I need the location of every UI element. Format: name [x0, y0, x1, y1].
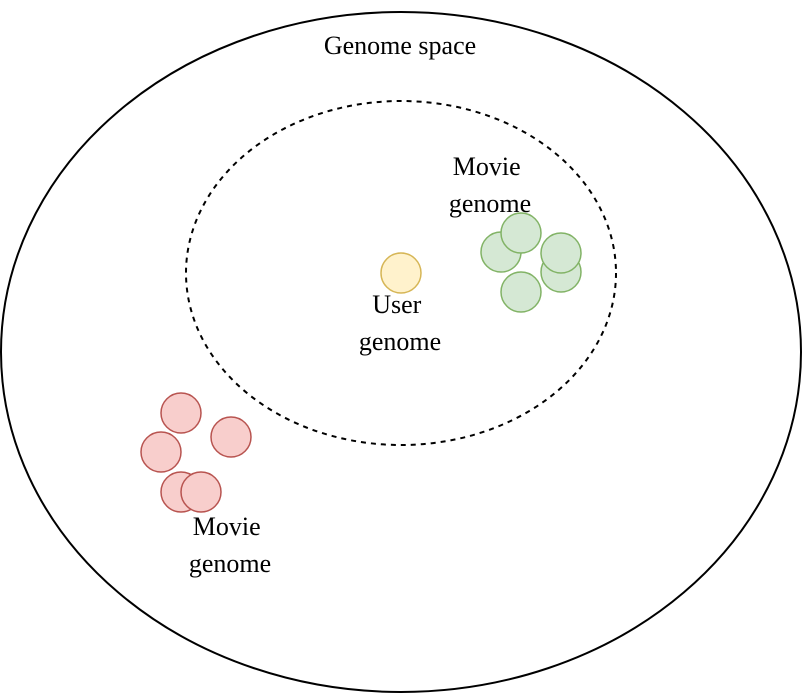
near-movie-genome-node — [500, 271, 542, 313]
far-movie-genome-cluster — [140, 392, 252, 513]
user-genome-label-line2: genome — [359, 327, 441, 356]
genome-space-boundary — [0, 11, 802, 693]
near-movie-genome-label-line2: genome — [449, 189, 531, 218]
far-movie-genome-node — [180, 471, 222, 513]
far-movie-genome-node — [210, 416, 252, 458]
user-genome-label-line1: User — [372, 290, 421, 319]
user-genome-node — [380, 252, 422, 294]
user-neighborhood-boundary — [185, 100, 617, 446]
near-movie-genome-node — [500, 212, 542, 254]
near-movie-genome-label-line1: Movie — [453, 152, 521, 181]
genome-space-label: Genome space — [324, 31, 476, 60]
near-movie-genome-label: Movie genome — [449, 152, 531, 218]
near-movie-genome-node — [540, 232, 582, 274]
far-movie-genome-node — [140, 431, 182, 473]
user-genome-label: User genome — [359, 290, 441, 356]
far-movie-genome-label: Movie genome — [189, 512, 271, 578]
far-movie-genome-node — [160, 392, 202, 434]
far-movie-genome-label-line2: genome — [189, 549, 271, 578]
near-movie-genome-cluster — [480, 212, 582, 313]
far-movie-genome-label-line1: Movie — [193, 512, 261, 541]
